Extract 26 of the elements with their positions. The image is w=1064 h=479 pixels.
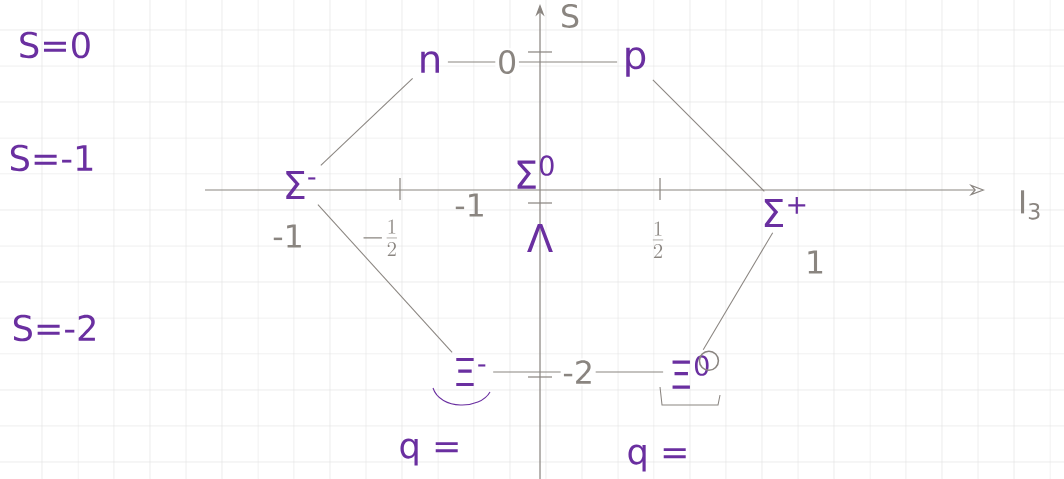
connector-line	[317, 204, 453, 353]
particle-symbol: Σ$^{-}$	[286, 170, 316, 200]
connector-line	[702, 232, 774, 351]
strangeness-label: S=-2	[13, 314, 95, 342]
particle-symbol: Σ$^{+}$	[764, 196, 806, 228]
strangeness-label: S=-1	[10, 144, 93, 172]
tick-label: 1	[808, 250, 823, 274]
connector-line	[652, 79, 765, 192]
tick-label: $-\frac{1}{2}$	[363, 219, 397, 256]
particle-symbol: Σ$^{0}$	[517, 155, 554, 189]
edge-label: -2	[560, 358, 596, 386]
particle-symbol: Ξ$^{-}$	[456, 357, 486, 387]
tick-label: -1	[273, 224, 301, 248]
connector-line	[320, 77, 414, 166]
axis-label: S	[562, 4, 579, 28]
tick-label: $\frac{1}{2}$	[652, 221, 664, 258]
particle-symbol: p	[626, 47, 646, 77]
strangeness-label: S=0	[20, 31, 90, 59]
tick-label: -1	[455, 193, 483, 217]
charge-label: q =	[400, 438, 458, 466]
axis-label: I$_{3}$	[1021, 190, 1040, 220]
charge-label: q =	[628, 444, 686, 472]
edge-label: 0	[495, 48, 519, 76]
particle-symbol: Ξ$^{0}$	[672, 355, 709, 389]
particle-symbol: Λ	[527, 223, 553, 253]
particle-symbol: n	[421, 51, 439, 73]
